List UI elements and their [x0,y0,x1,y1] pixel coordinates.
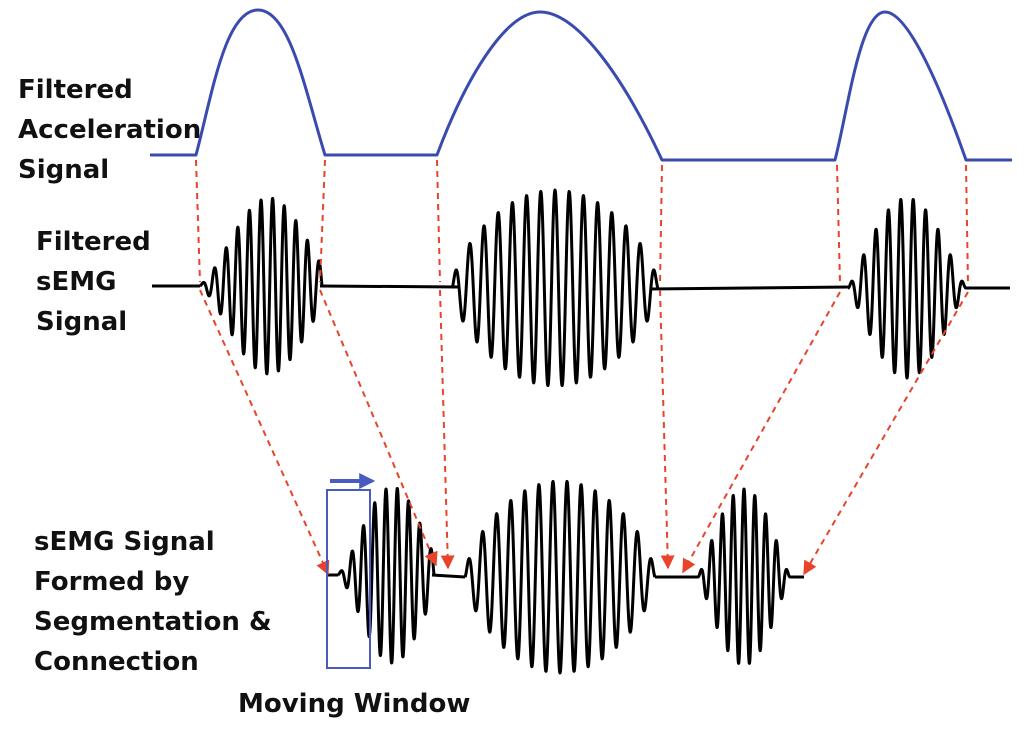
segment-mapping-arrows [199,289,969,576]
drop-line-4 [659,164,663,286]
acceleration-signal-label: Filtered Acceleration Signal [18,70,201,190]
acceleration-label-line-3: Signal [18,155,110,185]
formed-segment-1 [336,486,436,665]
acceleration-signal-line [150,8,1012,162]
map-arrow-4 [659,289,675,570]
semg-label-line-3: Signal [36,307,128,337]
drop-line-1 [195,159,201,283]
map-arrow-3 [439,289,455,570]
semg-signal-label: Filtered sEMG Signal [36,222,151,342]
formed-segment-3 [696,487,792,665]
semg-burst-2 [450,188,660,388]
formed-signal-baseline [328,573,804,579]
formed-segment-2 [463,479,657,675]
formed-label-line-2: Formed by [34,567,190,597]
drop-line-3 [436,159,441,283]
moving-window-label: Moving Window [238,689,471,719]
formed-label-line-3: Segmentation & [34,607,272,637]
semg-bursts [198,188,968,388]
semg-burst-1 [198,196,324,376]
semg-label-line-1: Filtered [36,227,151,257]
map-arrow-1 [199,289,330,576]
map-arrow-2 [319,289,438,567]
drop-line-5 [836,164,841,284]
formed-label-line-1: sEMG Signal [34,527,215,557]
vertical-mapping-lines [195,159,969,286]
drop-line-2 [319,159,326,283]
semg-burst-3 [846,197,968,380]
acceleration-label-line-2: Acceleration [18,115,202,145]
formed-label-line-4: Connection [34,647,199,677]
drop-line-6 [965,164,969,286]
moving-window-box [326,489,371,669]
acceleration-label-line-1: Filtered [18,75,133,105]
semg-label-line-2: sEMG [36,267,117,297]
semg-baseline [152,284,1010,291]
map-arrow-5 [682,291,841,574]
formed-signal-label: sEMG Signal Formed by Segmentation & Con… [34,522,272,682]
formed-semg-signal [328,479,804,675]
map-arrow-6 [803,291,969,576]
